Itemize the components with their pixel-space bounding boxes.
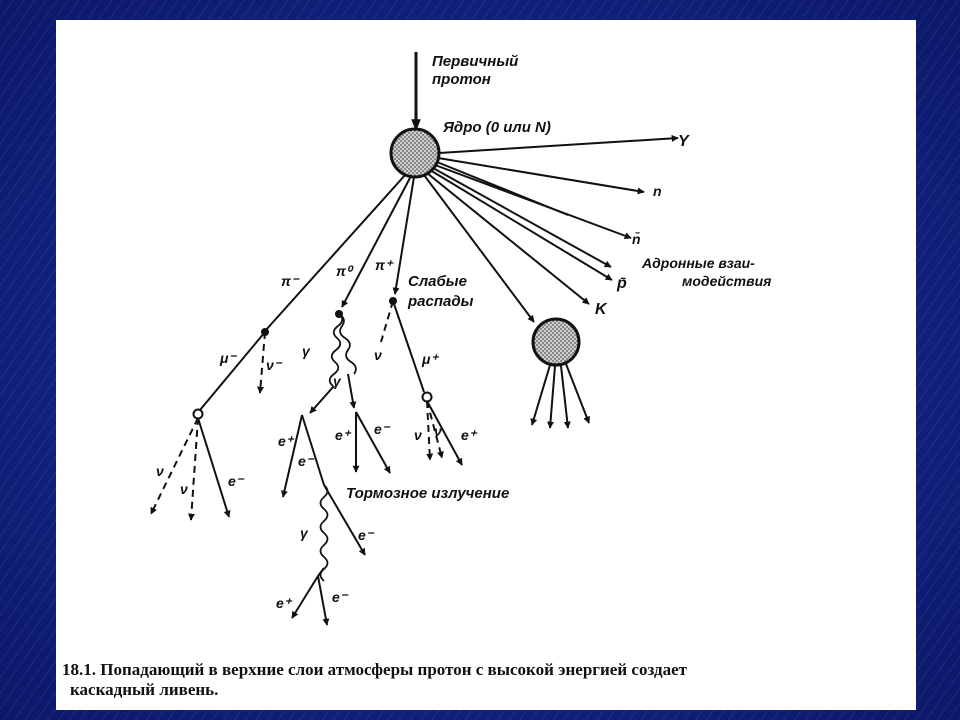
caption-line-2: каскадный ливень. (70, 680, 219, 699)
ray-nbar (434, 164, 632, 240)
ray-y (438, 134, 679, 154)
label-e-minus-6: e⁻ (228, 473, 245, 489)
secondary-nucleus-circle (531, 317, 581, 367)
e-minus-1-track (301, 414, 325, 486)
label-e-plus-3: e⁺ (461, 427, 478, 443)
label-mu-plus: μ⁺ (421, 351, 439, 367)
sec-ray-4 (565, 363, 590, 424)
label-y: Y (678, 133, 690, 150)
nu-from-mu-2 (187, 417, 199, 521)
label-mu-minus: μ⁻ (219, 350, 237, 366)
nu-from-mu-plus-2 (426, 400, 444, 459)
gamma-left-wave (328, 313, 344, 387)
e-plus-3-track (291, 575, 319, 619)
label-weak-2: распады (407, 293, 474, 310)
label-weak-1: Слабые (408, 273, 467, 290)
pi-minus-track (264, 173, 407, 332)
label-pi-minus: π⁻ (281, 273, 300, 289)
label-pbar: p̄ (616, 275, 627, 292)
nu-from-pi-plus (380, 300, 394, 343)
label-e-plus-4: e⁺ (276, 595, 293, 611)
label-nu-5: ν (156, 463, 164, 479)
label-k: K (595, 301, 608, 318)
label-e-minus-1: e⁻ (298, 453, 315, 469)
sec-ray-3 (560, 365, 571, 429)
bremsstrahlung-gamma-wave (319, 484, 329, 582)
label-nu-4: ν (434, 423, 442, 439)
ray-5 (432, 167, 612, 268)
label-nbar: n̄ (632, 230, 641, 247)
bremsstrahlung-gamma-end (317, 567, 325, 577)
label-nu-2: ν (374, 347, 382, 363)
mu-minus-decay-vertex (192, 408, 204, 420)
figure-caption: 18.1. Попадающий в верхние слои атмосфер… (62, 660, 922, 700)
label-nucleus: Ядро (0 или N) (442, 119, 551, 136)
label-gamma-3: γ (300, 525, 309, 541)
e-minus-2-track (355, 411, 391, 474)
e-from-mu (197, 417, 231, 518)
caption-line-1: 18.1. Попадающий в верхние слои атмосфер… (62, 660, 687, 679)
nu-from-mu-1 (150, 417, 199, 515)
label-nu-3: ν (414, 427, 422, 443)
label-pi-zero: π⁰ (336, 263, 354, 279)
slide-panel: Первичный протон Ядро (0 или N) Y n n̄ p… (56, 20, 916, 710)
ray-secondary-nucleus (423, 174, 535, 323)
gamma-right-end (347, 373, 357, 409)
gamma-right-wave (338, 313, 357, 375)
label-gamma-2: γ (333, 373, 342, 389)
pi-plus-track (392, 176, 415, 295)
ray-pbar (429, 169, 613, 281)
label-e-plus-1: e⁺ (278, 433, 295, 449)
pi-zero-track (341, 175, 412, 308)
label-pi-plus: π⁺ (375, 257, 394, 273)
sec-ray-2 (547, 365, 556, 429)
ray-n (437, 157, 645, 195)
label-primary-1: Первичный (432, 53, 518, 70)
mu-minus-track (199, 331, 266, 411)
label-nu-1: ν⁻ (266, 357, 283, 373)
label-bremsstrahlung: Тормозное излучение (346, 485, 509, 502)
nu-from-pi-minus (257, 331, 266, 394)
mu-plus-decay-vertex (421, 391, 433, 403)
label-hadron-1: Адронные взаи- (641, 255, 755, 271)
ray-k (426, 172, 590, 305)
label-primary-2: протон (432, 71, 491, 88)
label-gamma-1: γ (302, 343, 311, 359)
label-e-minus-2: e⁻ (374, 421, 391, 437)
label-e-minus-3: e⁻ (358, 527, 375, 543)
e-plus-from-mu-plus (426, 400, 463, 466)
nucleus-circle (389, 127, 441, 179)
nu-from-mu-plus-1 (426, 400, 434, 461)
cosmic-ray-shower-diagram: Первичный протон Ядро (0 или N) Y n n̄ p… (150, 52, 771, 626)
gamma-left-end (309, 385, 335, 414)
e-minus-4-track (317, 575, 330, 626)
label-hadron-2: модействия (682, 273, 771, 289)
sec-ray-1 (530, 364, 551, 426)
label-e-minus-5: e⁻ (332, 589, 349, 605)
e-plus-1-track (281, 414, 303, 498)
mu-plus-track (392, 300, 425, 393)
label-nu-6: ν (180, 481, 188, 497)
e-minus-1-cont (323, 484, 366, 556)
label-e-plus-2: e⁺ (335, 427, 352, 443)
label-n: n (653, 183, 662, 199)
